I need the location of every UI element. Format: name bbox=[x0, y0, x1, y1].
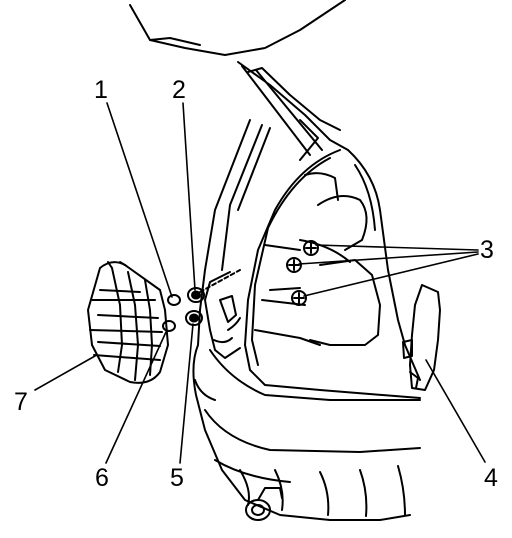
grommet-upper bbox=[167, 294, 181, 306]
callout-7: 7 bbox=[14, 388, 28, 416]
callout-2: 2 bbox=[172, 76, 186, 104]
callout-6: 6 bbox=[95, 464, 109, 492]
screw-c bbox=[291, 290, 307, 306]
leader-7 bbox=[34, 355, 96, 391]
tail-lamp-assembly bbox=[87, 261, 169, 384]
access-cover-panel bbox=[402, 284, 441, 391]
leader-4 bbox=[425, 359, 486, 463]
callout-3: 3 bbox=[480, 236, 494, 264]
fastener-parts bbox=[162, 240, 319, 332]
rear-bumper-outline bbox=[192, 269, 421, 521]
leader-lines bbox=[34, 102, 486, 464]
leader-5 bbox=[179, 323, 194, 464]
lamp-mounting-pocket bbox=[204, 271, 241, 359]
leader-3c bbox=[303, 253, 479, 297]
liftgate-opening-outline bbox=[244, 149, 421, 399]
leader-3b bbox=[298, 251, 479, 265]
leader-2 bbox=[182, 102, 196, 291]
vehicle-body-outline bbox=[129, 0, 349, 271]
nut-lower bbox=[185, 310, 203, 326]
leader-1 bbox=[106, 102, 173, 298]
callout-5: 5 bbox=[170, 464, 184, 492]
grommet-lower bbox=[162, 320, 176, 332]
screw-a bbox=[303, 240, 319, 256]
callout-4: 4 bbox=[484, 464, 498, 492]
leader-3a bbox=[315, 244, 479, 251]
nut-upper bbox=[187, 287, 205, 303]
callout-1: 1 bbox=[94, 76, 108, 104]
screw-b bbox=[286, 257, 302, 273]
leader-6 bbox=[105, 331, 167, 464]
